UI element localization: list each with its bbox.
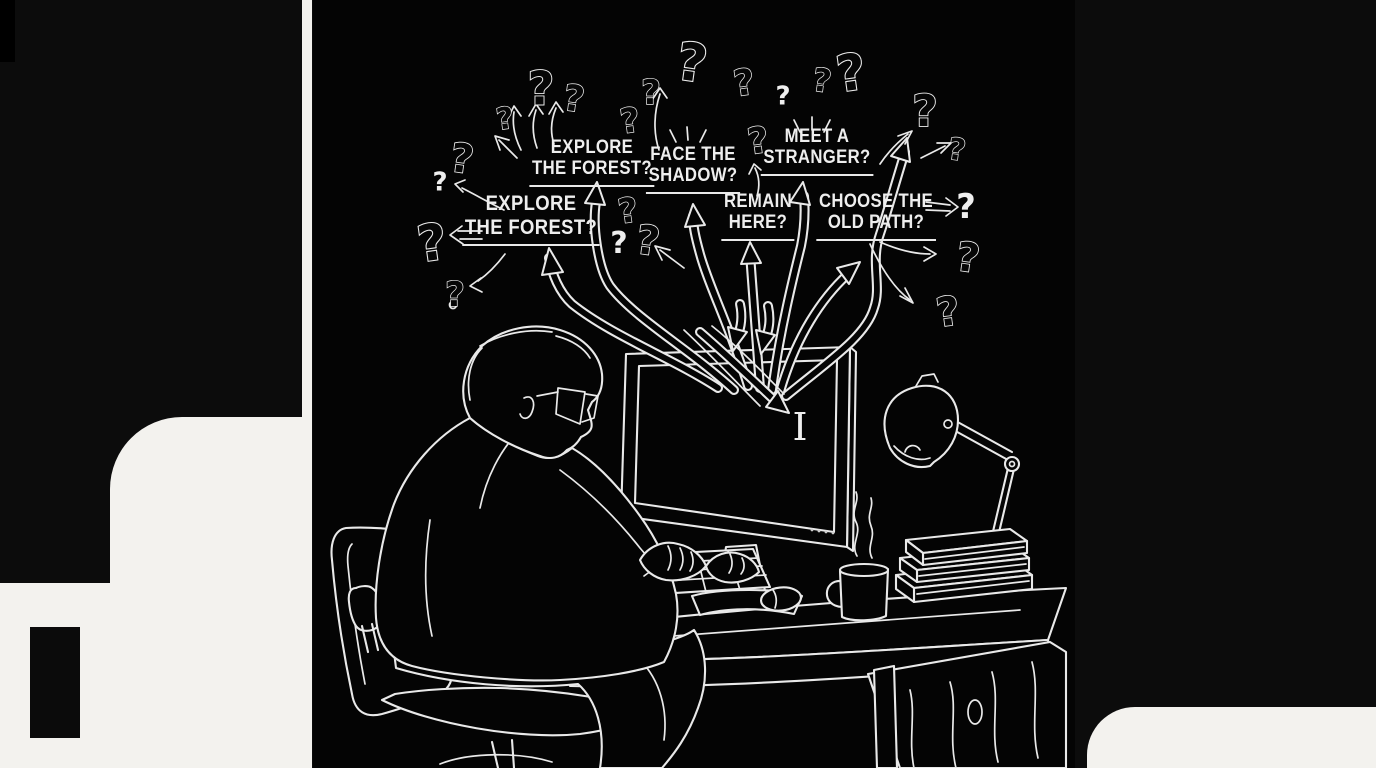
- question-mark-icon: ?: [494, 101, 516, 138]
- left-paper-strip: [302, 0, 312, 768]
- choice-line: EXPLORE: [550, 137, 634, 158]
- question-marks: ???????????????????????: [413, 31, 984, 338]
- choice-remain-here: REMAIN HERE?: [721, 191, 795, 241]
- question-mark-icon: ?: [912, 86, 938, 137]
- desk-lamp: [883, 373, 1021, 556]
- person-head: [462, 325, 604, 460]
- question-mark-icon: ?: [810, 60, 834, 100]
- bottom-right-paper-shape: [1087, 707, 1376, 768]
- glasses: [536, 387, 599, 425]
- choice-explore-forest-lower: EXPLORE THE FOREST?: [462, 192, 600, 247]
- steam: [868, 497, 874, 559]
- choice-line: REMAIN: [723, 191, 793, 212]
- choice-line: MEET A: [784, 126, 850, 147]
- person: [374, 325, 761, 768]
- steam: [853, 491, 859, 557]
- question-mark-icon: ?: [946, 132, 968, 169]
- question-mark-icon: ?: [934, 288, 963, 337]
- choice-explore-forest-upper: EXPLORE THE FOREST?: [529, 137, 655, 187]
- left-black-notch: [30, 627, 80, 738]
- hair: [479, 329, 553, 347]
- choice-line: STRANGER?: [763, 147, 871, 169]
- hair: [555, 335, 591, 359]
- choice-line: THE FOREST?: [464, 215, 598, 239]
- choice-line: SHADOW?: [648, 165, 738, 187]
- question-mark-icon: ?: [445, 275, 465, 315]
- corner-black-block: [0, 0, 15, 62]
- question-mark-icon: ?: [731, 62, 757, 106]
- question-mark-icon: ?: [432, 167, 447, 197]
- coffee-mug: [825, 491, 890, 622]
- text-cursor: I: [792, 405, 807, 449]
- mouse: [760, 586, 802, 612]
- question-mark-icon: ?: [447, 135, 476, 184]
- question-mark-icon: ?: [610, 226, 627, 261]
- question-mark-icon: ?: [561, 78, 587, 122]
- choice-line: CHOOSE THE: [818, 191, 934, 212]
- hair: [467, 347, 483, 401]
- question-mark-icon: ?: [528, 62, 555, 116]
- line-art: I ???????????????????????: [330, 31, 1068, 768]
- question-mark-icon: ?: [414, 212, 451, 273]
- book-stack: [894, 527, 1034, 604]
- choice-line: HERE?: [728, 212, 788, 234]
- question-mark-icon: ?: [641, 73, 661, 113]
- question-mark-icon: ?: [775, 81, 790, 111]
- question-mark-icon: ?: [956, 187, 976, 227]
- choice-face-shadow: FACE THE SHADOW?: [645, 144, 741, 194]
- small-arrows: [448, 87, 959, 310]
- choice-meet-stranger: MEET A STRANGER?: [760, 126, 874, 176]
- question-mark-icon: ?: [633, 217, 662, 266]
- question-mark-icon: ?: [953, 234, 982, 283]
- decision-branches: [541, 137, 911, 414]
- hand-right: [704, 551, 761, 584]
- choice-line: FACE THE: [650, 144, 736, 165]
- choice-line: EXPLORE: [485, 192, 577, 215]
- choice-old-path: CHOOSE THE OLD PATH?: [816, 191, 936, 241]
- question-mark-icon: ?: [673, 32, 711, 96]
- question-mark-icon: ?: [618, 100, 643, 142]
- choice-line: OLD PATH?: [827, 212, 925, 234]
- ear: [519, 396, 535, 420]
- question-mark-icon: ?: [833, 42, 870, 103]
- choice-line: THE FOREST?: [532, 158, 652, 180]
